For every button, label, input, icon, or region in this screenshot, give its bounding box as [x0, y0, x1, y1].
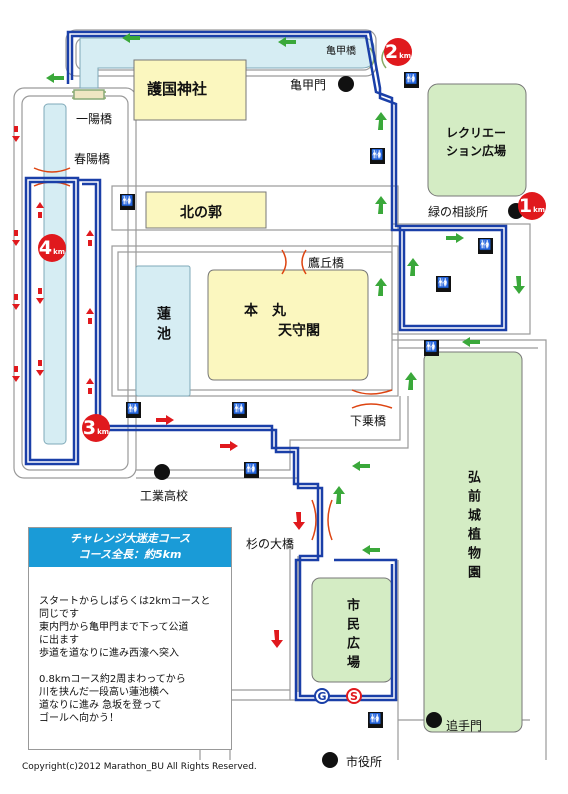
toilet-icon: 🚻 — [436, 276, 451, 292]
course-length: コース全長：約5km — [78, 548, 182, 561]
start-marker: S — [346, 688, 362, 704]
ote-mon-marker — [426, 712, 442, 728]
label-kita-no-kuruwa: 北の郭 — [180, 205, 222, 221]
course-description-line: 道なりに進み 急坂を登って — [39, 700, 162, 711]
toilet-icon: 🚻 — [368, 712, 383, 728]
course-info-header: チャレンジ大迷走コース コース全長：約5km — [29, 528, 231, 567]
label-shiyakusho: 市役所 — [346, 755, 383, 769]
label-takaoka-bashi: 鷹丘橋 — [308, 256, 345, 270]
label-ote-mon: 追手門 — [446, 719, 483, 733]
toilet-icon: 🚻 — [232, 402, 247, 418]
toilet-icon: 🚻 — [370, 148, 385, 164]
label-botanical: 弘前城植物園 — [465, 470, 480, 584]
course-description-line: 歩道を道なりに進み西濠へ突入 — [39, 648, 179, 659]
road-network — [13, 29, 547, 760]
label-hasu-ike: 蓮池 — [155, 306, 171, 346]
label-gokoku-shrine: 護国神社 — [147, 80, 208, 98]
label-kogyo-koko: 工業高校 — [140, 489, 189, 503]
label-ichiyo-bashi: 一陽橋 — [76, 112, 113, 126]
course-description-line: スタートからしばらくは2kmコースと — [39, 596, 211, 607]
toilet-icon: 🚻 — [244, 462, 259, 478]
course-route — [24, 30, 508, 702]
label-sugi-no-ohashi: 杉の大橋 — [246, 537, 295, 551]
course-description-line: に出ます — [39, 635, 79, 646]
kogyo-koko-marker — [154, 464, 170, 480]
course-description-line: ゴールへ向かう！ — [39, 713, 119, 724]
course-description-line: 0.8kmコース約2周まわってから — [39, 674, 186, 685]
label-tenshukaku: 天守閣 — [278, 323, 320, 339]
toilet-icon: 🚻 — [404, 72, 419, 88]
green-direction-arrows — [46, 33, 525, 555]
label-kameko-mon: 亀甲門 — [290, 78, 327, 92]
toilet-icon: 🚻 — [478, 238, 493, 254]
red-direction-arrows — [12, 126, 305, 648]
toilet-icon: 🚻 — [424, 340, 439, 356]
toilet-icon: 🚻 — [126, 402, 141, 418]
course-info-box: チャレンジ大迷走コース コース全長：約5km スタートからしばらくは2kmコース… — [28, 527, 232, 750]
course-description: スタートからしばらくは2kmコースと同じです東内門から亀甲門まで下って公道に出ま… — [29, 567, 231, 725]
label-kameko-bashi: 亀甲橋 — [326, 46, 356, 57]
label-shimonori-bashi: 下乗橋 — [350, 414, 387, 428]
label-shunyo-bashi: 春陽橋 — [74, 152, 111, 166]
copyright-text: Copyright(c)2012 Marathon_BU All Rights … — [22, 762, 257, 772]
course-description-line: 同じです — [39, 609, 79, 620]
kameko-mon-marker — [338, 76, 354, 92]
toilet-icon: 🚻 — [120, 194, 135, 210]
goal-marker: G — [314, 688, 330, 704]
course-title: チャレンジ大迷走コース — [69, 532, 191, 545]
course-description-line — [39, 660, 221, 673]
course-description-line: 川を挟んだ一段高い蓮池横へ — [39, 687, 169, 698]
label-recreation: レクリエー ション広場 — [446, 126, 507, 158]
label-shimin-hiroba: 市民広場 — [344, 598, 359, 674]
areas — [133, 59, 527, 733]
shiyakusho-marker — [322, 752, 338, 768]
label-honmaru: 本 丸 — [244, 303, 286, 319]
bridges — [33, 47, 393, 541]
course-description-line: 東内門から亀甲門まで下って公道 — [39, 622, 189, 633]
label-midori-sodanjo: 緑の相談所 — [428, 205, 489, 219]
